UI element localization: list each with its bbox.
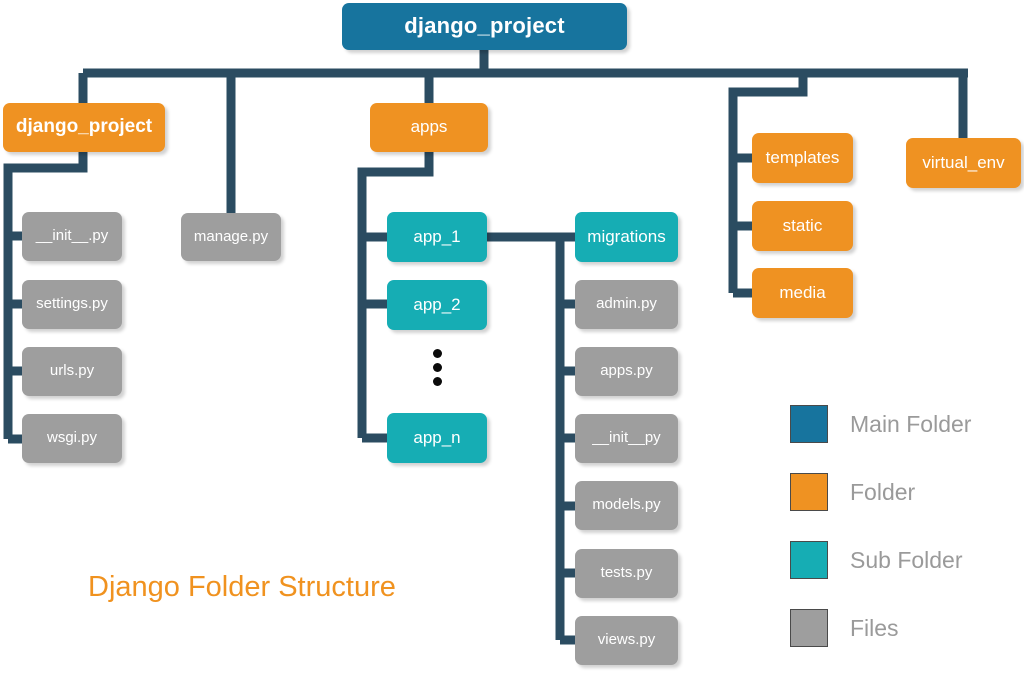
node-root-django-project[interactable]: django_project — [342, 3, 627, 50]
node-folder-apps[interactable]: apps — [370, 103, 488, 152]
legend-label: Files — [850, 614, 899, 641]
node-label: virtual_env — [922, 152, 1005, 172]
dot-icon — [432, 349, 442, 358]
node-folder-templates[interactable]: templates — [752, 133, 853, 183]
node-label: models.py — [592, 496, 661, 514]
legend-swatch-files — [790, 609, 828, 647]
node-label: app_2 — [413, 294, 461, 314]
node-file-urls-py[interactable]: urls.py — [22, 347, 122, 396]
node-subfolder-app-2[interactable]: app_2 — [387, 280, 487, 330]
dot-icon — [432, 377, 442, 386]
node-label: __init__.py — [35, 227, 109, 245]
legend-item-main-folder: Main Folder — [790, 390, 1010, 458]
node-file-manage-py[interactable]: manage.py — [181, 213, 281, 261]
node-label: apps.py — [600, 362, 653, 380]
legend-swatch-sub-folder — [790, 541, 828, 579]
node-label: static — [782, 215, 823, 235]
node-label: wsgi.py — [46, 429, 98, 447]
node-label: urls.py — [49, 362, 95, 380]
legend-item-files: Files — [790, 594, 1010, 662]
node-label: __init__py — [592, 429, 661, 447]
node-file-app-init-py[interactable]: __init__py — [575, 414, 678, 463]
node-label: views.py — [597, 631, 656, 649]
legend-swatch-main-folder — [790, 405, 828, 443]
node-subfolder-app-n[interactable]: app_n — [387, 413, 487, 463]
node-label: app_n — [413, 427, 461, 447]
node-file-wsgi-py[interactable]: wsgi.py — [22, 414, 122, 463]
node-folder-media[interactable]: media — [752, 268, 853, 318]
node-label: django_project — [404, 13, 565, 39]
node-folder-virtual-env[interactable]: virtual_env — [906, 138, 1021, 188]
node-label: admin.py — [596, 295, 657, 313]
legend-item-sub-folder: Sub Folder — [790, 526, 1010, 594]
legend-label: Main Folder — [850, 410, 972, 437]
node-file-settings-py[interactable]: settings.py — [22, 280, 122, 329]
node-file-init-py[interactable]: __init__.py — [22, 212, 122, 261]
node-label: migrations — [587, 226, 666, 246]
node-folder-static[interactable]: static — [752, 201, 853, 251]
node-folder-django-project[interactable]: django_project — [3, 103, 165, 152]
ellipsis-vertical-dots-icon — [432, 349, 442, 386]
node-label: manage.py — [193, 227, 269, 245]
node-file-tests-py[interactable]: tests.py — [575, 549, 678, 598]
node-file-models-py[interactable]: models.py — [575, 481, 678, 530]
diagram-title: Django Folder Structure — [88, 571, 396, 603]
node-file-views-py[interactable]: views.py — [575, 616, 678, 665]
legend-item-folder: Folder — [790, 458, 1010, 526]
legend-label: Folder — [850, 478, 916, 505]
node-label: app_1 — [413, 226, 461, 246]
node-file-admin-py[interactable]: admin.py — [575, 280, 678, 329]
node-file-apps-py[interactable]: apps.py — [575, 347, 678, 396]
dot-icon — [432, 363, 442, 372]
node-subfolder-app-1[interactable]: app_1 — [387, 212, 487, 262]
node-label: django_project — [15, 116, 153, 138]
legend-swatch-folder — [790, 473, 828, 511]
node-label: apps — [410, 117, 448, 137]
legend: Main Folder Folder Sub Folder Files — [790, 390, 1010, 662]
node-label: media — [779, 282, 826, 302]
node-label: settings.py — [36, 295, 108, 313]
legend-label: Sub Folder — [850, 546, 963, 573]
node-label: tests.py — [600, 564, 653, 582]
node-subfolder-migrations[interactable]: migrations — [575, 212, 678, 262]
node-label: templates — [765, 147, 840, 167]
